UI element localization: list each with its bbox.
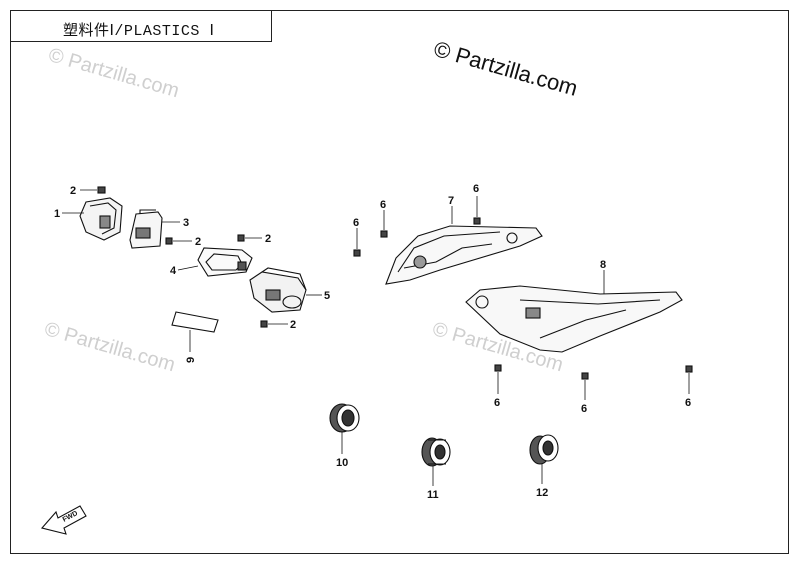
part-6-screw-b	[353, 249, 361, 257]
callout-2a: 2	[70, 185, 76, 197]
callout-2d: 2	[290, 319, 296, 331]
callout-6d: 6	[494, 397, 500, 409]
part-6-screw-d	[494, 364, 502, 372]
part-6-screw-a	[380, 230, 388, 238]
part-6-screw-c	[473, 217, 481, 225]
part-12-grommet	[529, 434, 559, 465]
callout-1: 1	[54, 208, 60, 220]
part-1-front-cover	[79, 197, 123, 241]
callout-2c: 2	[265, 233, 271, 245]
part-2-screw-c	[237, 234, 245, 242]
leader-4	[177, 265, 199, 271]
part-2-screw-b	[165, 237, 173, 245]
callout-11: 11	[427, 489, 439, 501]
callout-9: 9	[185, 357, 197, 363]
part-7-side-panel	[385, 225, 543, 285]
callout-10: 10	[336, 457, 348, 469]
part-3-bracket	[129, 209, 163, 249]
part-11-grommet	[421, 437, 451, 467]
callout-6b: 6	[353, 217, 359, 229]
part-2-screw-d	[260, 320, 268, 328]
callout-12: 12	[536, 487, 548, 499]
callout-6a: 6	[380, 199, 386, 211]
part-10-grommet	[329, 403, 360, 433]
fwd-arrow-icon	[40, 505, 87, 535]
part-5-light-housing	[249, 267, 307, 313]
callout-2b: 2	[195, 236, 201, 248]
callout-4: 4	[170, 265, 177, 277]
callout-6e: 6	[581, 403, 587, 415]
callout-6c: 6	[473, 183, 479, 195]
drawing-frame	[10, 10, 789, 554]
part-6-screw-e	[581, 372, 589, 380]
callout-5: 5	[324, 290, 330, 302]
part-4-frame-panel	[197, 247, 253, 277]
callout-8: 8	[600, 259, 606, 271]
title-box: 塑料件Ⅰ/PLASTICS Ⅰ	[10, 10, 272, 42]
callout-6f: 6	[685, 397, 691, 409]
callout-7: 7	[448, 195, 454, 207]
part-2-screw-a	[97, 186, 106, 194]
callout-3: 3	[183, 217, 189, 229]
part-6-screw-f	[685, 365, 693, 373]
part-9-decal	[171, 311, 219, 333]
part-8-rear-panel	[465, 285, 683, 353]
page-title: 塑料件Ⅰ/PLASTICS Ⅰ	[63, 23, 215, 40]
